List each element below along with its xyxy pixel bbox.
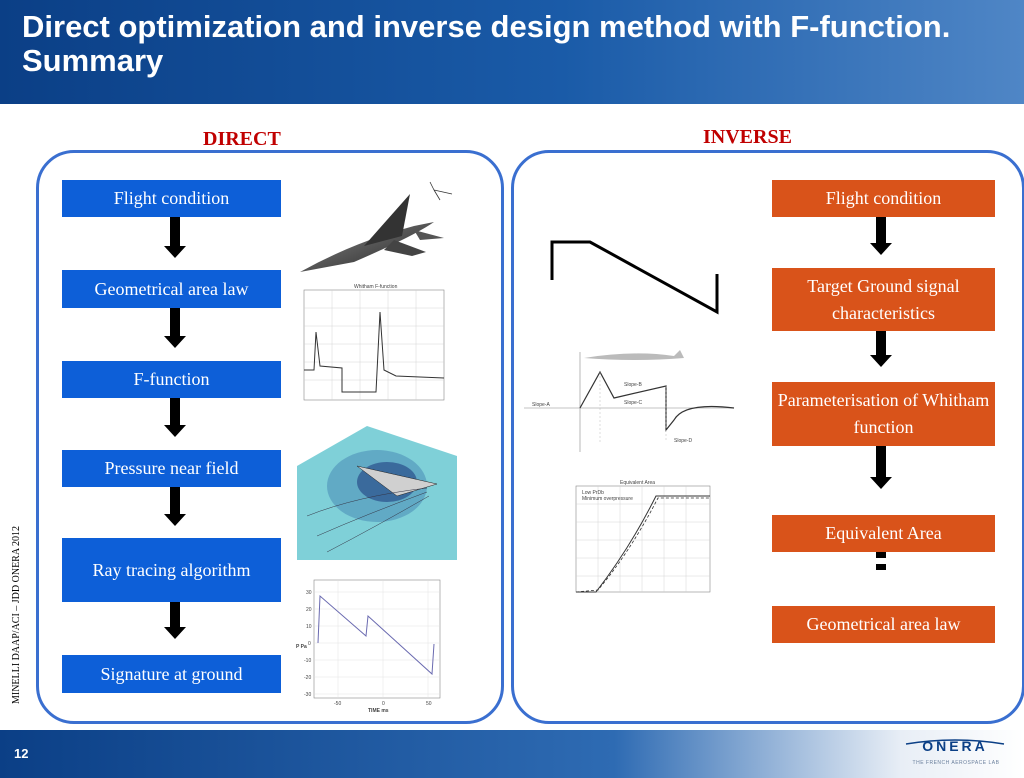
whitham-f-function-chart: Whitham F-function <box>303 284 445 401</box>
logo-tagline: THE FRENCH AEROSPACE LAB <box>912 760 1000 766</box>
inverse-step-parameterisation: Parameterisation of Whitham function <box>772 382 995 446</box>
onera-logo-icon <box>905 739 1005 745</box>
signature-xticks: -50 0 50 <box>334 701 432 707</box>
svg-text:Slope-A: Slope-A <box>532 402 550 408</box>
title-bar <box>0 0 1024 104</box>
page-number: 12 <box>14 746 29 761</box>
inverse-heading: INVERSE <box>703 126 792 148</box>
param-slope-labels: Slope-A Slope-B Slope-C Slope-D <box>532 382 692 444</box>
direct-heading: DIRECT <box>203 128 281 150</box>
svg-text:-20: -20 <box>304 675 311 681</box>
direct-step-pressure-near-field: Pressure near field <box>62 450 281 487</box>
svg-text:0: 0 <box>382 701 385 707</box>
signature-xlabel: TIME ms <box>368 708 389 714</box>
equiv-legend: Low PrDb Minimum overpressure <box>582 490 633 502</box>
equivalent-area-chart: Equivalent Area Low PrDb Minimum overpre… <box>575 480 711 593</box>
whitham-parameterisation-figure: Slope-A Slope-B Slope-C Slope-D <box>524 350 735 452</box>
direct-step-f-function: F-function <box>62 361 281 398</box>
svg-text:Low PrDb: Low PrDb <box>582 490 604 496</box>
footer-bar <box>0 730 1024 778</box>
svg-text:Slope-D: Slope-D <box>674 438 692 444</box>
inverse-step-target-signal: Target Ground signal characteristics <box>772 268 995 331</box>
ground-signature-chart: 30 20 10 0 -10 -20 -30 -50 0 50 TIME ms P Pa <box>296 579 441 714</box>
signature-yticks: 30 20 10 0 -10 -20 -30 <box>304 590 312 698</box>
aircraft-3d-figure <box>300 181 453 272</box>
target-n-wave-figure <box>550 240 719 315</box>
svg-text:-10: -10 <box>304 658 311 664</box>
svg-text:Minimum overpressure: Minimum overpressure <box>582 496 633 502</box>
slide-title: Direct optimization and inverse design m… <box>22 9 951 78</box>
inverse-step-area-law: Geometrical area law <box>772 606 995 643</box>
svg-text:Slope-C: Slope-C <box>624 400 642 406</box>
svg-text:20: 20 <box>306 607 312 613</box>
svg-text:-30: -30 <box>304 692 311 698</box>
signature-ylabel: P Pa <box>296 644 307 650</box>
svg-text:0: 0 <box>308 641 311 647</box>
side-credit: MINELLI DAAP/ACI – JDD ONERA 2012 <box>11 525 22 705</box>
whitham-chart-title: Whitham F-function <box>354 284 398 290</box>
svg-text:10: 10 <box>306 624 312 630</box>
direct-step-signature: Signature at ground <box>62 655 281 693</box>
svg-text:50: 50 <box>426 701 432 707</box>
inverse-step-equivalent-area: Equivalent Area <box>772 515 995 552</box>
logo-text: ONERA <box>922 738 988 754</box>
svg-text:Slope-B: Slope-B <box>624 382 642 388</box>
direct-step-flight-condition: Flight condition <box>62 180 281 217</box>
inverse-step-flight-condition: Flight condition <box>772 180 995 217</box>
direct-step-area-law: Geometrical area law <box>62 270 281 308</box>
svg-text:30: 30 <box>306 590 312 596</box>
equiv-chart-title: Equivalent Area <box>620 480 655 486</box>
cfd-near-field-figure <box>297 426 457 560</box>
svg-text:-50: -50 <box>334 701 341 707</box>
direct-step-ray-tracing: Ray tracing algorithm <box>62 538 281 602</box>
